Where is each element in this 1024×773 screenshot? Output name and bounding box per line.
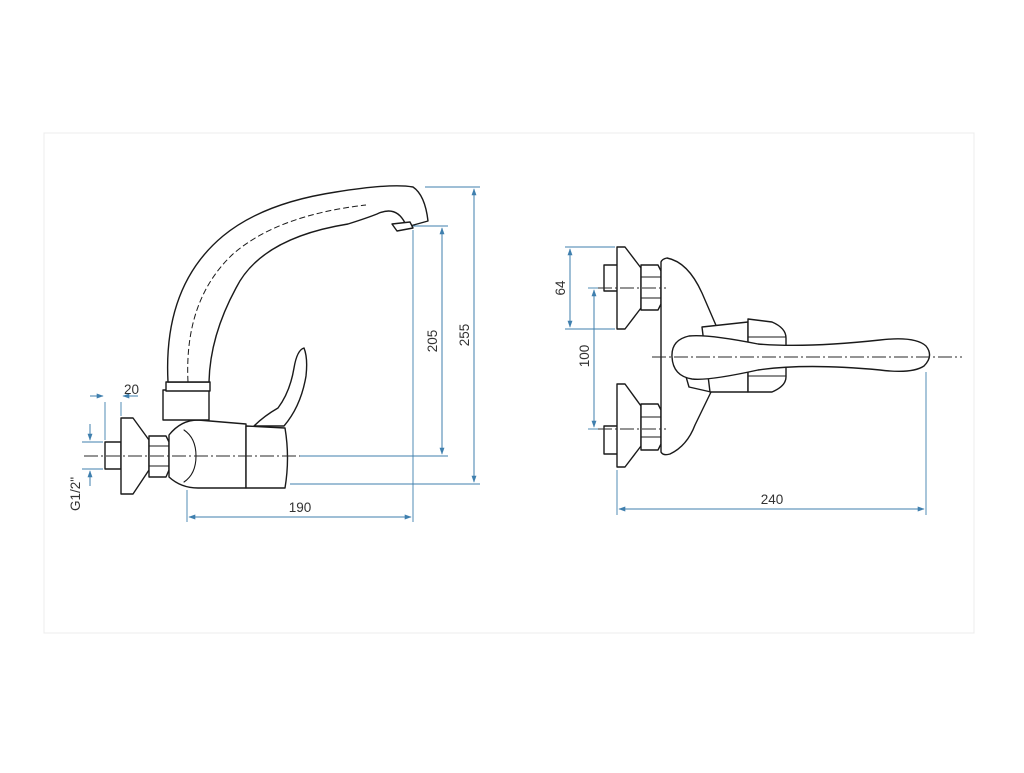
- connection-thread-label: G1/2": [68, 477, 83, 511]
- center-distance-label: 100: [577, 345, 592, 368]
- front-lever-handle: [671, 335, 931, 380]
- spout-support: [162, 389, 210, 421]
- overall-height-label: 255: [457, 324, 472, 347]
- inlet-spacing-label: 64: [553, 280, 568, 296]
- cartridge-housing: [245, 425, 289, 489]
- lower-inlet-flange: [616, 383, 642, 468]
- side-view: 20 190 205 255 G1/2": [68, 185, 480, 522]
- spout-height-label: 205: [425, 330, 440, 353]
- front-view: 64 100 240: [553, 246, 962, 515]
- lever-handle: [253, 347, 308, 427]
- spout-inner-hidden-line: [187, 204, 367, 383]
- spout-aerator: [391, 221, 414, 232]
- swivel-spout: [166, 185, 429, 383]
- front-mixer-body: [660, 257, 719, 456]
- lower-hex-nut: [640, 403, 662, 451]
- wall-nipple: [104, 441, 122, 470]
- upper-hex-nut: [640, 264, 662, 311]
- drawing-frame: [43, 132, 975, 634]
- outlet-offset-label: 20: [124, 382, 139, 397]
- swivel-ring: [165, 381, 211, 392]
- mixer-body: [168, 419, 247, 489]
- hex-nut: [148, 435, 170, 478]
- projection-label: 190: [289, 500, 312, 515]
- overall-length-label: 240: [761, 492, 784, 507]
